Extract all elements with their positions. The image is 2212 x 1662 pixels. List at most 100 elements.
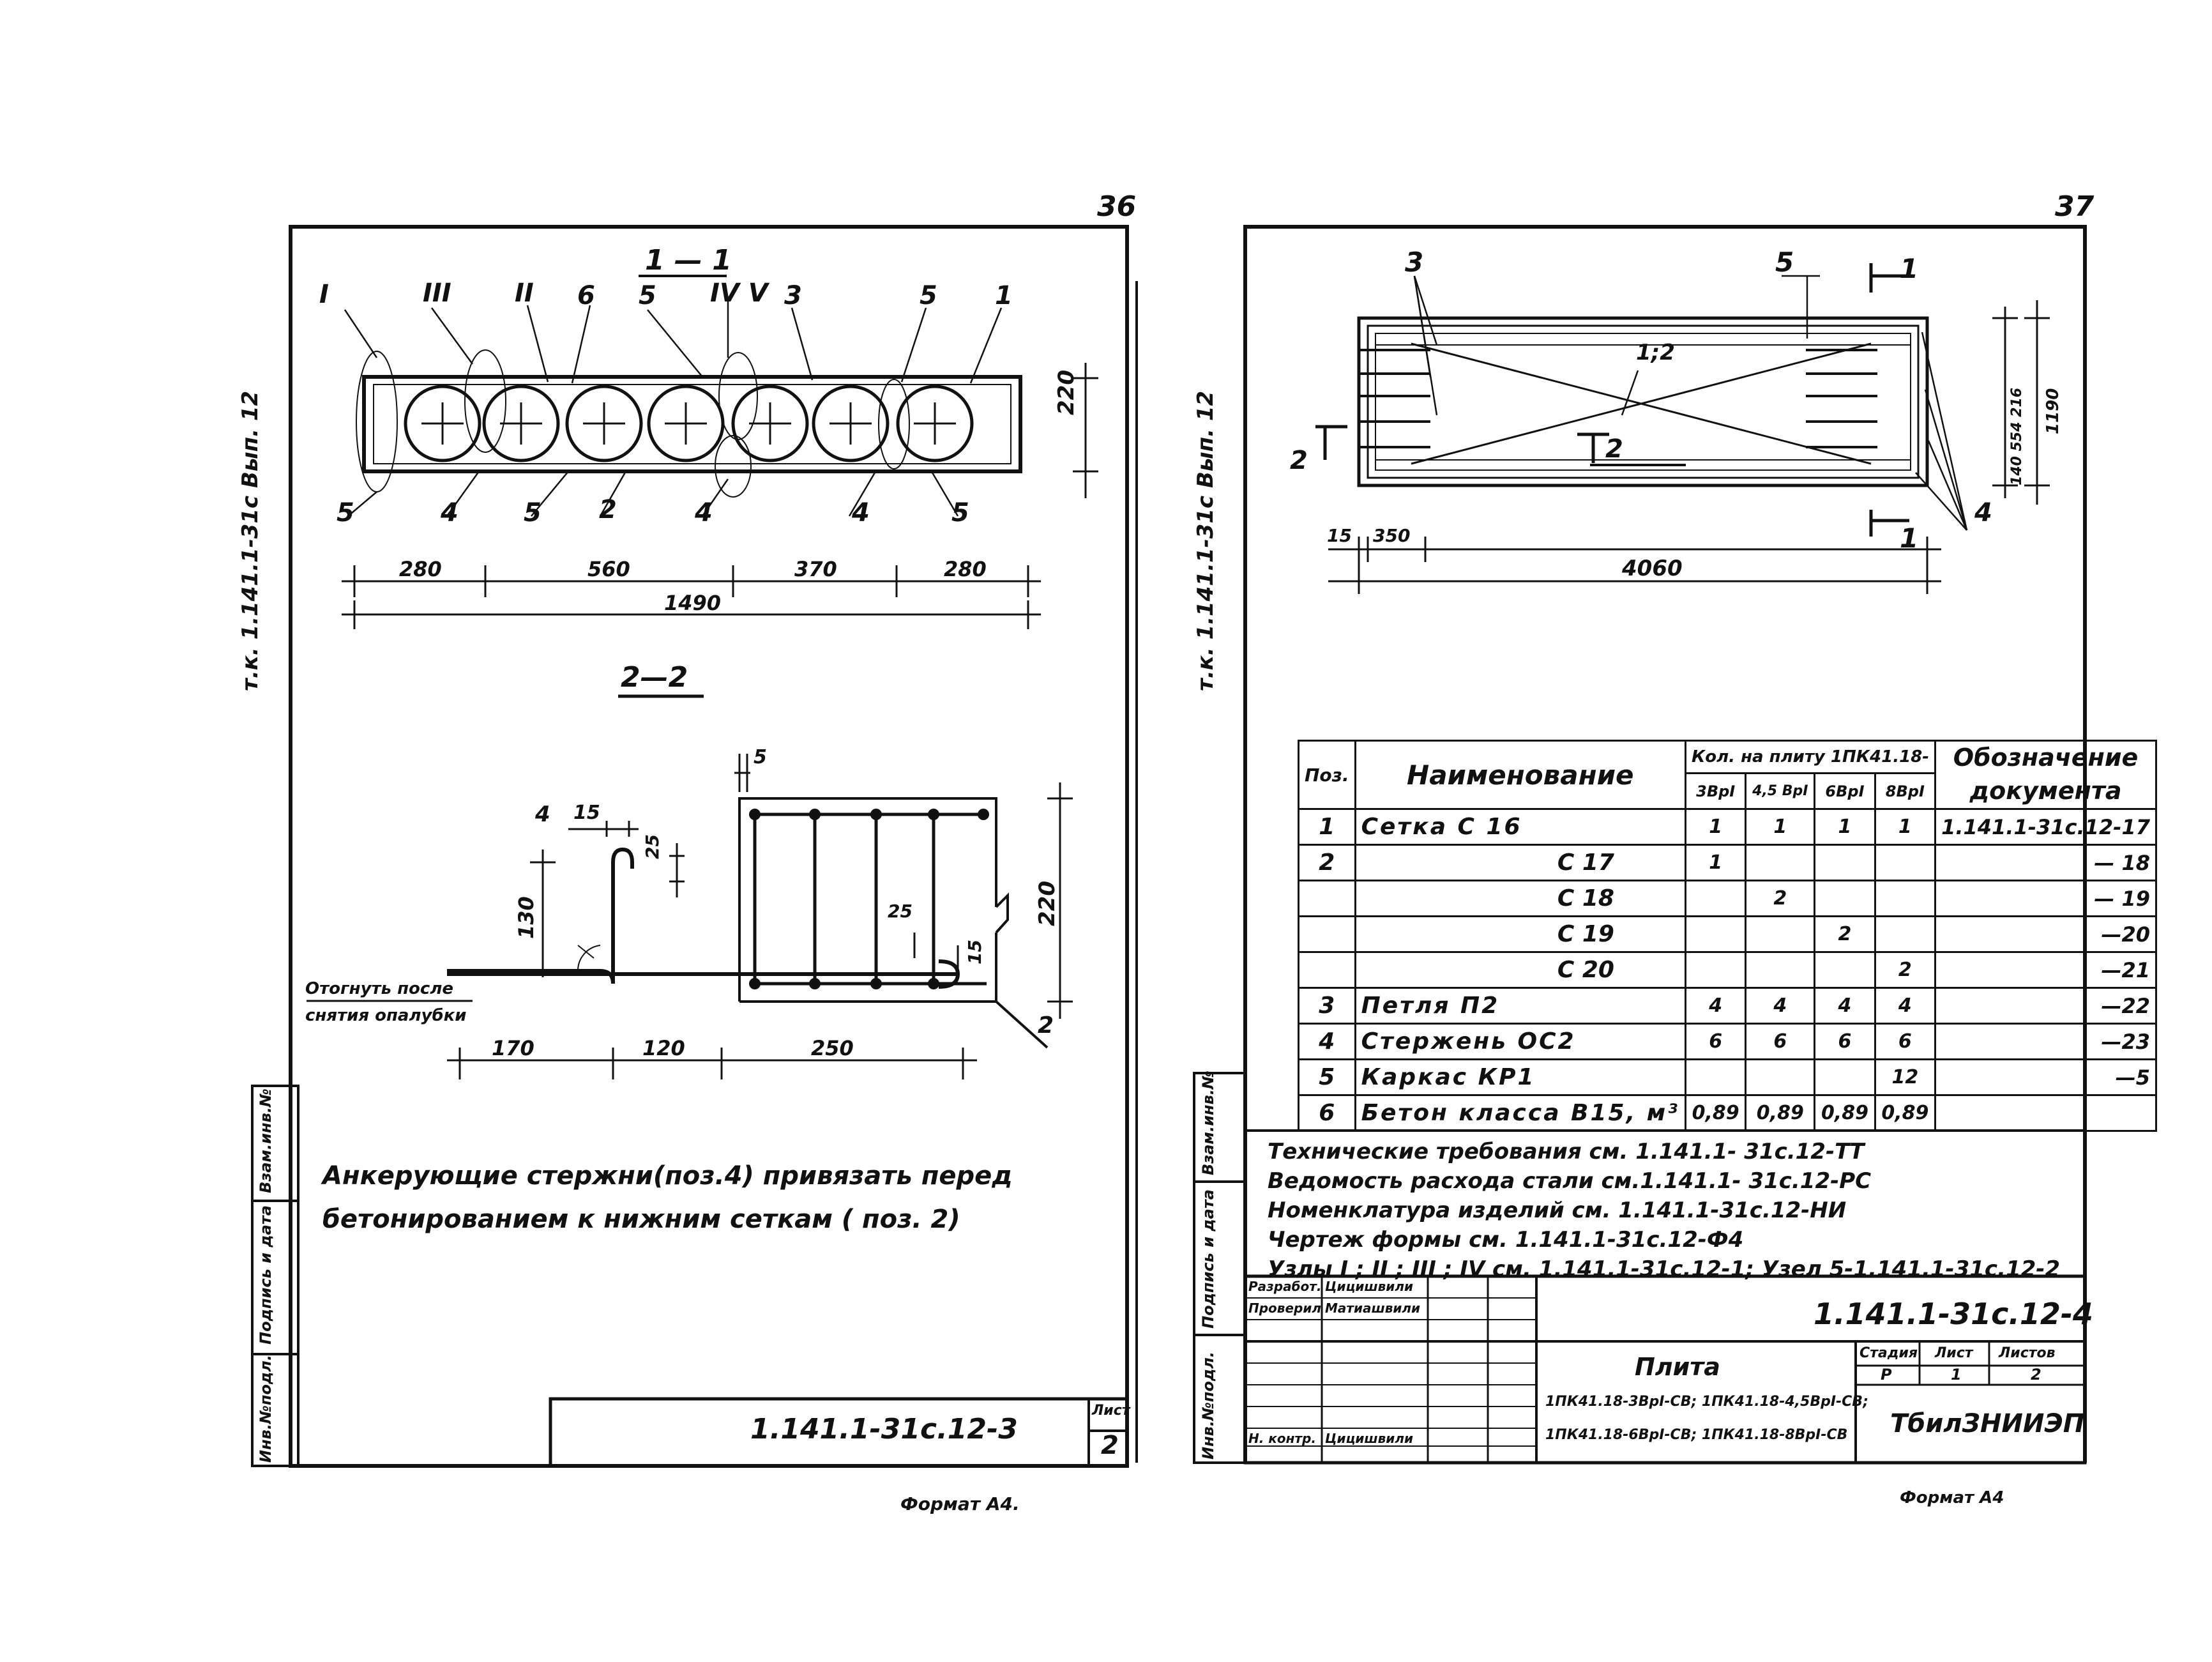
tb-developed-label: Разработ.	[1248, 1279, 1322, 1294]
sec2-mark: 15	[573, 802, 600, 824]
tb-stage-label: Стадия	[1860, 1345, 1918, 1361]
spec-cell-qty: 6	[1684, 1023, 1747, 1060]
spec-cell-qty: 6	[1874, 1023, 1937, 1060]
spec-cell-pos: 4	[1298, 1023, 1356, 1060]
spec-cell-name: С 20	[1354, 951, 1686, 989]
spec-cell-name: Стержень ОС2	[1354, 1023, 1686, 1060]
spec-cell-doc: 1.141.1-31с.12-17	[1934, 808, 2157, 846]
tb-sheets-label: Листов	[1999, 1345, 2056, 1361]
sec2-profile	[738, 797, 1049, 1049]
right-side-stamp	[1193, 1072, 1246, 1464]
sec2-mark: 5	[754, 746, 767, 768]
plan-dim: 15	[1327, 525, 1352, 546]
plan-mark: 5	[1775, 247, 1794, 278]
spec-cell-pos: 6	[1298, 1094, 1356, 1132]
spec-header-qty-col: 6ВрI	[1814, 772, 1876, 810]
spec-cell-doc: —22	[1934, 987, 2157, 1025]
spec-cell-qty	[1814, 880, 1876, 917]
spec-cell-qty	[1814, 1058, 1876, 1096]
spec-cell-doc: —20	[1934, 915, 2157, 953]
spec-cell-name: С 19	[1354, 915, 1686, 953]
dim-top: 280	[944, 557, 987, 581]
plan-mark: 3	[1405, 247, 1424, 278]
plan-mark: 4	[1974, 498, 1992, 528]
plan-rebars	[1359, 349, 1877, 466]
spec-cell-qty	[1745, 844, 1816, 881]
right-page-number: 37	[2055, 190, 2095, 223]
tb-item-variants: 1ПК41.18-6ВрI-СВ; 1ПК41.18-8ВрI-СВ	[1545, 1427, 1848, 1443]
right-side-stamp-label: Инв.№подл.	[1199, 1352, 1217, 1460]
plan-dim-height: 1190	[2043, 388, 2063, 434]
tb-stage: Р	[1881, 1366, 1892, 1384]
plan-dim: 350	[1373, 525, 1411, 546]
ref-line: Узлы I ; II ; III ; IV см. 1.141.1-31с.1…	[1268, 1256, 2061, 1282]
spec-cell-qty	[1874, 915, 1937, 953]
main-note: бетонированием к нижним сеткам ( поз. 2)	[322, 1205, 960, 1234]
bottom-mark: 5	[951, 498, 969, 528]
spec-cell-qty: 0,89	[1745, 1094, 1816, 1132]
bottom-mark: 4	[695, 498, 713, 528]
spec-cell-pos	[1298, 951, 1356, 989]
plan-mark: 2	[1605, 434, 1623, 464]
node-mark: I	[319, 280, 329, 309]
spec-header-qty-col: 4,5 ВрI	[1745, 772, 1816, 810]
sec2-dim: 170	[492, 1036, 534, 1060]
spec-cell-name: Каркас КР1	[1354, 1058, 1686, 1096]
bottom-mark: 4	[852, 498, 870, 528]
spec-cell-name: Сетка С 16	[1354, 808, 1686, 846]
spec-cell-pos: 2	[1298, 844, 1356, 881]
slab-section-outline	[362, 375, 1022, 473]
node-mark: III	[423, 278, 451, 308]
left-stamp-sheet-label: Лист	[1092, 1403, 1130, 1419]
spec-cell-name: Петля П2	[1354, 987, 1686, 1025]
spec-cell-doc: — 19	[1934, 880, 2157, 917]
spec-cell-doc: —5	[1934, 1058, 2157, 1096]
tb-checked-name: Матиашвили	[1325, 1300, 1421, 1316]
left-side-stamp	[251, 1085, 299, 1467]
sec2-dim: 120	[642, 1036, 685, 1060]
ref-list: Технические требования см. 1.141.1- 31с.…	[1268, 1137, 2060, 1284]
node-mark: IV V	[710, 278, 768, 308]
spec-cell-pos	[1298, 880, 1356, 917]
tb-sheets: 2	[2031, 1366, 2042, 1384]
spec-header-qty-col: 3ВрI	[1684, 772, 1747, 810]
dim-total: 1490	[664, 591, 722, 615]
spec-cell-qty	[1745, 1058, 1816, 1096]
node-mark: II	[515, 278, 534, 308]
plan-mark: 2	[1290, 446, 1308, 475]
sec2-mark: 4	[535, 802, 550, 827]
title-block	[1243, 1274, 2087, 1465]
main-note: Анкерующие стержни(поз.4) привязать пере…	[322, 1161, 1013, 1191]
spec-cell-pos: 1	[1298, 808, 1356, 846]
dim-top: 370	[794, 557, 837, 581]
spec-cell-qty: 6	[1814, 1023, 1876, 1060]
left-page-number: 36	[1097, 190, 1137, 223]
plan-slope: 1;2	[1636, 340, 1675, 365]
spec-cell-qty	[1874, 880, 1937, 917]
tb-sheet: 1	[1951, 1366, 1962, 1384]
dim-top: 560	[587, 557, 630, 581]
tb-developed-name: Цицишвили	[1325, 1279, 1413, 1294]
spec-cell-pos: 5	[1298, 1058, 1356, 1096]
slab-plan-outline	[1357, 316, 1929, 487]
node-mark: 3	[784, 281, 802, 310]
plan-dim-length: 4060	[1622, 556, 1683, 581]
ref-line: Технические требования см. 1.141.1- 31с.…	[1268, 1139, 1865, 1164]
plan-mark: 1	[1900, 253, 1919, 284]
ref-line: Номенклатура изделий см. 1.141.1-31с.12-…	[1268, 1198, 1847, 1223]
spec-cell-qty: 4	[1684, 987, 1747, 1025]
spec-cell-qty: 0,89	[1814, 1094, 1876, 1132]
spec-cell-qty: 1	[1684, 844, 1747, 881]
spec-cell-name: С 17	[1354, 844, 1686, 881]
ref-line: Ведомость расхода стали см.1.141.1- 31с.…	[1268, 1168, 1872, 1194]
spec-cell-pos: 3	[1298, 987, 1356, 1025]
section-1-title: 1 — 1	[645, 244, 732, 277]
spec-header-qty: Кол. на плиту 1ПК41.18-	[1684, 740, 1937, 774]
spec-cell-qty: 12	[1874, 1058, 1937, 1096]
spec-cell-qty: 4	[1874, 987, 1937, 1025]
dim-top: 280	[399, 557, 442, 581]
